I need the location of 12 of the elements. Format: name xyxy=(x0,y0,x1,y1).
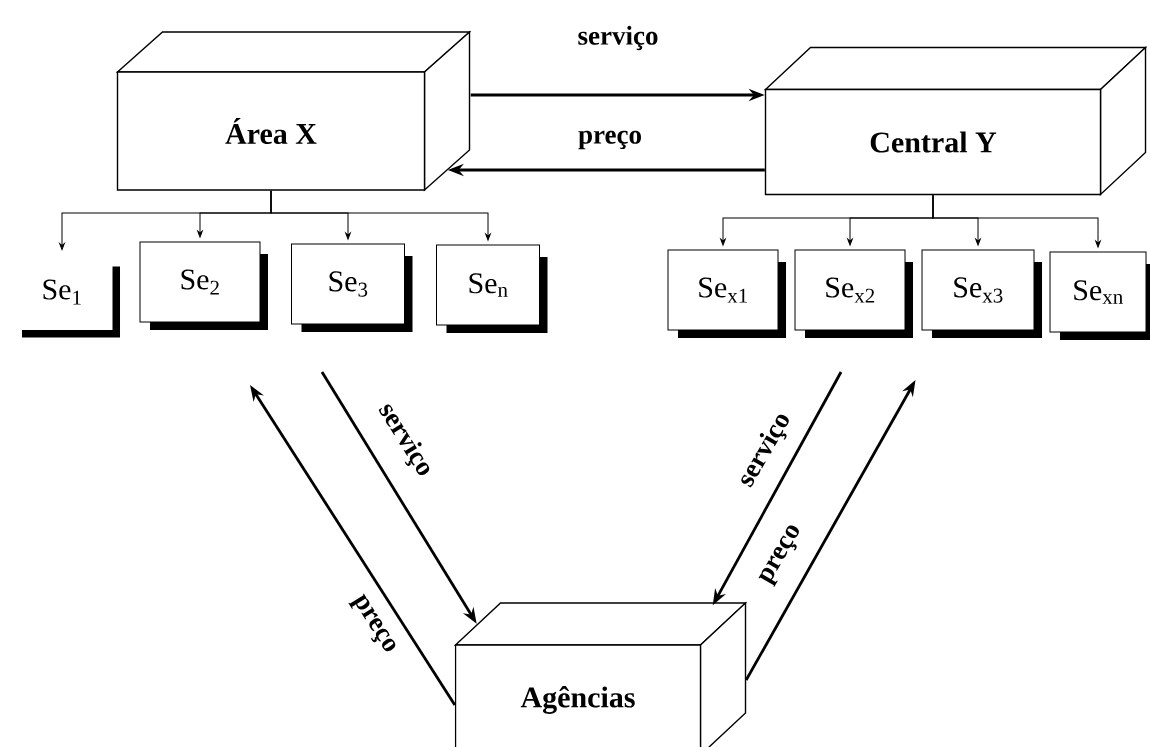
card: Se$_{xn}$ xyxy=(1049,251,1150,340)
edge-label: preço xyxy=(578,130,641,150)
arrow xyxy=(270,190,491,241)
card: Se$_{3}$ xyxy=(291,243,413,332)
card: Se$_{2}$ xyxy=(139,241,268,330)
card: Se$_{x2}$ xyxy=(794,249,913,338)
arrow xyxy=(932,194,1101,248)
edge-label: serviço xyxy=(578,25,658,51)
card: Se$_{n}$ xyxy=(436,244,548,333)
card: Se$_{1}$ xyxy=(11,254,120,338)
card: Se$_{x1}$ xyxy=(667,249,786,338)
card: Se$_{x3}$ xyxy=(921,249,1042,338)
